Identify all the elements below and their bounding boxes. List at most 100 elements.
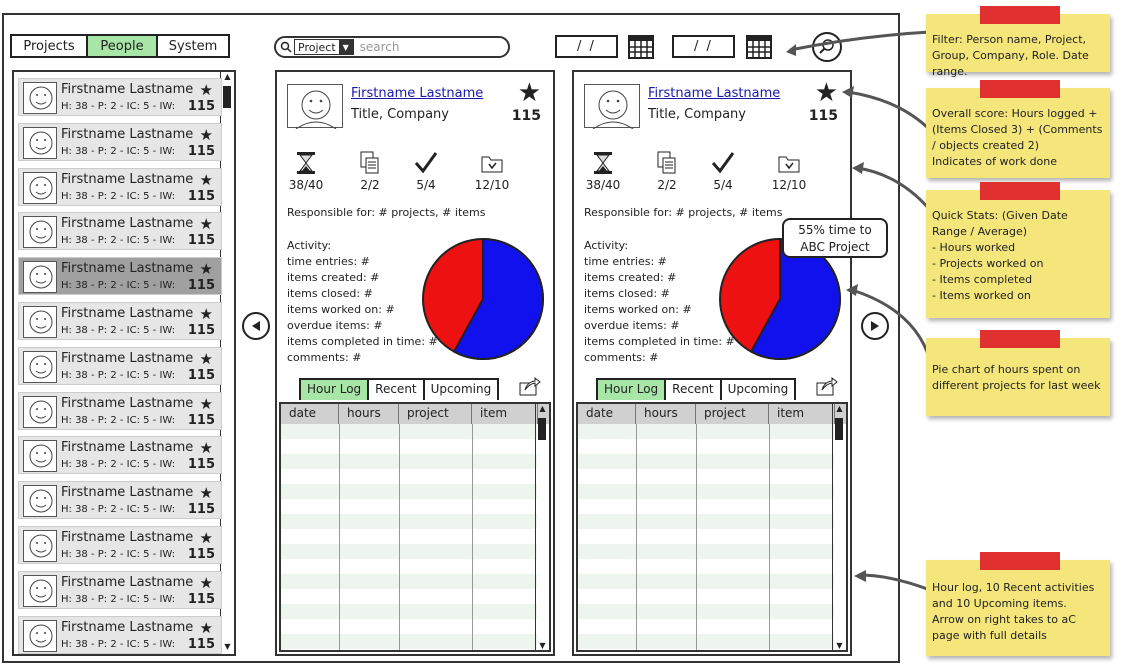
next-button[interactable] xyxy=(861,312,889,340)
tab-hour-log[interactable]: Hour Log xyxy=(596,378,667,400)
activity-line: comments: # xyxy=(584,351,659,364)
calendar-icon[interactable] xyxy=(628,33,654,59)
tab-upcoming[interactable]: Upcoming xyxy=(422,378,500,400)
avatar xyxy=(23,574,57,607)
star-icon: ★ xyxy=(814,78,838,108)
person-title: Title, Company xyxy=(648,107,746,122)
table-row[interactable] xyxy=(578,454,834,469)
table-row[interactable] xyxy=(281,604,537,619)
share-arrow-icon[interactable] xyxy=(816,376,838,396)
tab-hour-log[interactable]: Hour Log xyxy=(299,378,370,400)
scroll-down-icon[interactable]: ▼ xyxy=(836,641,843,650)
calendar-icon[interactable] xyxy=(746,33,772,59)
scroll-thumb[interactable] xyxy=(223,86,231,108)
person-name-link[interactable]: Firstname Lastname xyxy=(648,86,781,101)
table-row[interactable] xyxy=(578,424,834,439)
scroll-up-icon[interactable]: ▲ xyxy=(224,72,231,81)
activity-line: items completed in time: # xyxy=(584,335,735,348)
people-list-scrollbar[interactable]: ▲ ▼ xyxy=(220,72,234,654)
table-row[interactable] xyxy=(578,514,834,529)
table-row[interactable] xyxy=(281,634,537,649)
activity-line: Activity: xyxy=(287,239,332,252)
quick-stat: 2/2 xyxy=(345,150,395,192)
table-row[interactable] xyxy=(281,484,537,499)
column-header[interactable]: item xyxy=(769,404,835,424)
search-input[interactable]: search xyxy=(359,40,400,54)
column-divider xyxy=(472,424,473,650)
tab-system[interactable]: System xyxy=(158,34,230,58)
scroll-up-icon[interactable]: ▲ xyxy=(836,404,843,413)
table-row[interactable] xyxy=(578,604,834,619)
table-scrollbar[interactable]: ▲▼ xyxy=(832,404,846,650)
prev-button[interactable] xyxy=(242,312,270,340)
person-name: Firstname Lastname xyxy=(61,530,194,545)
checkmark-icon xyxy=(711,152,735,174)
quick-stat-value: 5/4 xyxy=(416,178,436,192)
table-row[interactable] xyxy=(578,544,834,559)
avatar xyxy=(287,84,343,130)
table-row[interactable] xyxy=(578,634,834,649)
person-stats: H: 38 - P: 2 - IC: 5 - IW: xyxy=(61,638,176,650)
star-icon: ★ xyxy=(199,215,213,234)
person-name: Firstname Lastname xyxy=(61,216,194,232)
tab-recent[interactable]: Recent xyxy=(367,378,425,400)
tape xyxy=(980,6,1060,24)
column-header[interactable]: date xyxy=(281,404,339,424)
person-name-link[interactable]: Firstname Lastname xyxy=(351,86,484,101)
tab-upcoming[interactable]: Upcoming xyxy=(719,378,797,400)
table-row[interactable] xyxy=(281,514,537,529)
pie-slice-blue xyxy=(452,237,544,360)
note-text: Overall score: Hours logged + (Items Clo… xyxy=(932,107,1103,168)
person-list-item[interactable]: Firstname Lastname H: 38 - P: 2 - IC: 5 -… xyxy=(18,615,222,654)
tab-people[interactable]: People xyxy=(88,34,158,58)
zoom-search-button[interactable] xyxy=(812,32,842,62)
activity-line: overdue items: # xyxy=(287,319,383,332)
search-box[interactable]: Project▼ search xyxy=(274,36,510,58)
play-left-icon xyxy=(252,321,260,331)
person-name: Firstname Lastname xyxy=(61,619,194,635)
tab-projects[interactable]: Projects xyxy=(10,34,88,58)
table-scrollbar[interactable]: ▲▼ xyxy=(535,404,549,650)
table-row[interactable] xyxy=(281,454,537,469)
column-header[interactable]: hours xyxy=(636,404,696,424)
column-header[interactable]: project xyxy=(696,404,769,424)
scroll-down-icon[interactable]: ▼ xyxy=(224,642,231,651)
share-arrow-icon[interactable] xyxy=(519,376,541,396)
column-header[interactable]: project xyxy=(399,404,472,424)
column-header[interactable]: hours xyxy=(339,404,399,424)
person-score: 115 xyxy=(187,502,215,518)
column-header[interactable]: date xyxy=(578,404,636,424)
column-divider xyxy=(769,424,770,650)
scroll-thumb[interactable] xyxy=(835,418,843,440)
table-row[interactable] xyxy=(281,574,537,589)
table-row[interactable] xyxy=(281,544,537,559)
tab-recent[interactable]: Recent xyxy=(664,378,722,400)
table-row[interactable] xyxy=(578,484,834,499)
magnifier-icon xyxy=(819,39,834,54)
date-from-field[interactable]: / / xyxy=(555,35,618,58)
search-scope-select[interactable]: Project▼ xyxy=(294,39,354,55)
table-row[interactable] xyxy=(281,424,537,439)
quick-stat: 38/40 xyxy=(578,150,628,192)
quick-stat: 2/2 xyxy=(642,150,692,192)
scroll-down-icon[interactable]: ▼ xyxy=(539,641,546,650)
star-icon: ★ xyxy=(199,349,213,368)
date-to-field[interactable]: / / xyxy=(672,35,735,58)
column-header[interactable]: item xyxy=(472,404,538,424)
scroll-thumb[interactable] xyxy=(538,418,546,440)
table-row[interactable] xyxy=(578,574,834,589)
checkmark-icon xyxy=(414,152,438,174)
scroll-up-icon[interactable]: ▲ xyxy=(539,404,546,413)
